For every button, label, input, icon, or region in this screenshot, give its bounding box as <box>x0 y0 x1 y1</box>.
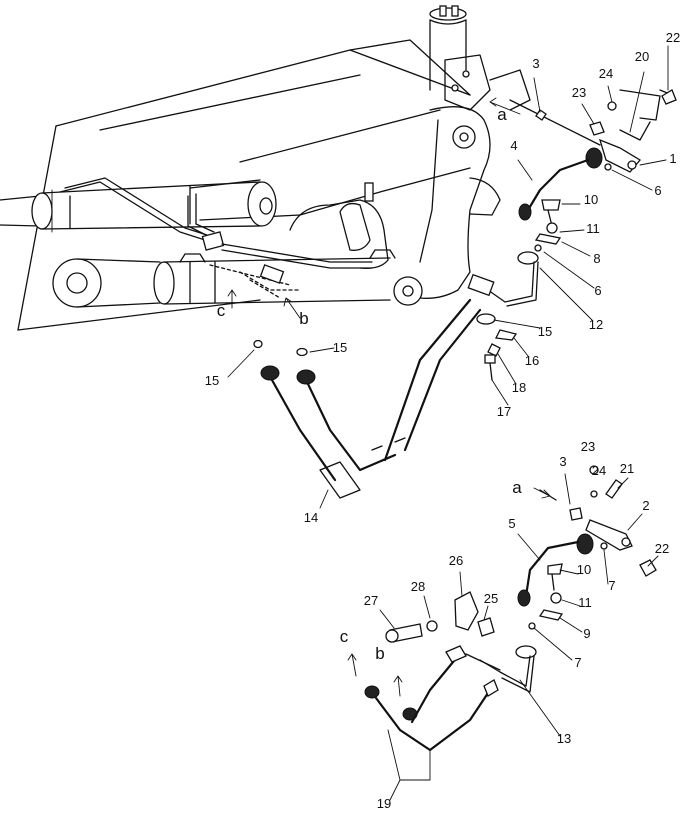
callout-20: 20 <box>635 49 649 64</box>
callout-24b: 24 <box>592 463 606 478</box>
ref-a1: a <box>497 105 507 124</box>
upper-right-parts <box>467 89 677 381</box>
callout-17: 17 <box>497 404 511 419</box>
callout-7a: 7 <box>608 578 615 593</box>
ref-c1: c <box>217 301 226 320</box>
callout-5: 5 <box>508 516 515 531</box>
callout-13: 13 <box>557 731 571 746</box>
callout-22a: 22 <box>666 30 680 45</box>
ref-a2: a <box>512 478 522 497</box>
callout-15b: 15 <box>333 340 347 355</box>
callout-8: 8 <box>593 251 600 266</box>
lower-right-parts <box>385 465 657 693</box>
callout-23a: 23 <box>572 85 586 100</box>
callout-28: 28 <box>411 579 425 594</box>
callout-12: 12 <box>589 317 603 332</box>
boom-frame <box>17 5 531 331</box>
callout-26: 26 <box>449 553 463 568</box>
callout-9: 9 <box>583 626 590 641</box>
callout-11a: 11 <box>586 221 600 236</box>
cylinders <box>0 181 423 331</box>
callout-6a: 6 <box>654 183 661 198</box>
callout-11b: 11 <box>578 595 592 610</box>
ref-b1: b <box>299 309 308 328</box>
callout-10a: 10 <box>584 192 598 207</box>
callout-15c: 15 <box>205 373 219 388</box>
callout-14: 14 <box>304 510 318 525</box>
callout-6b: 6 <box>594 283 601 298</box>
callout-23b: 23 <box>581 439 595 454</box>
callout-16: 16 <box>525 353 539 368</box>
callout-1: 1 <box>669 151 676 166</box>
callout-2: 2 <box>642 498 649 513</box>
ref-b2: b <box>375 644 384 663</box>
callout-4: 4 <box>510 138 517 153</box>
callout-numbers: 1233456677891010111112131415151516171819… <box>205 30 680 811</box>
callout-10b: 10 <box>577 562 591 577</box>
hose-19 <box>364 645 501 752</box>
callout-3a: 3 <box>532 56 539 71</box>
reference-letters: a a b b c c <box>217 105 523 663</box>
ref-c2: c <box>340 627 349 646</box>
callout-18: 18 <box>512 380 526 395</box>
hose-14 <box>260 298 482 499</box>
callout-21: 21 <box>620 461 634 476</box>
upper-piping <box>59 177 373 299</box>
callout-15a: 15 <box>538 324 552 339</box>
callout-24a: 24 <box>599 66 613 81</box>
leader-lines <box>227 45 669 801</box>
callout-3b: 3 <box>559 454 566 469</box>
callout-7b: 7 <box>574 655 581 670</box>
callout-27: 27 <box>364 593 378 608</box>
callout-19: 19 <box>377 796 391 811</box>
callout-25: 25 <box>484 591 498 606</box>
callout-22b: 22 <box>655 541 669 556</box>
